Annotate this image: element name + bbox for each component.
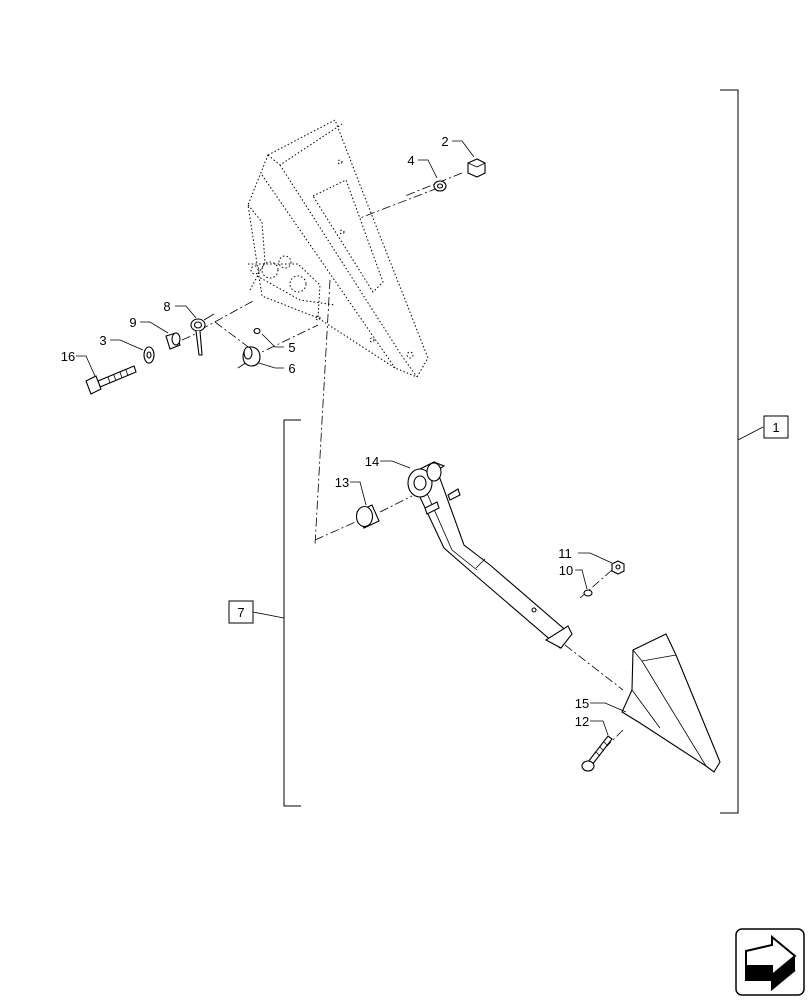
callout-label-9[interactable]: 9 [129, 315, 136, 330]
callout-label-11[interactable]: 11 [558, 546, 572, 561]
callout-label-5[interactable]: 5 [288, 340, 295, 355]
callout-label-15[interactable]: 15 [575, 696, 589, 711]
callout-label-12[interactable]: 12 [575, 714, 589, 729]
callout-label-2[interactable]: 2 [441, 134, 448, 149]
callout-box-7[interactable] [228, 600, 254, 624]
callout-label-4[interactable]: 4 [407, 153, 414, 168]
callout-label-13[interactable]: 13 [335, 475, 349, 490]
callout-label-6[interactable]: 6 [288, 361, 295, 376]
rubber-bumper [242, 346, 261, 367]
next-page-arrow-icon[interactable] [735, 928, 805, 996]
assembly-center-lines [181, 172, 624, 749]
hex-bolt [85, 365, 137, 395]
callout-label-3[interactable]: 3 [99, 333, 106, 348]
small-washer [583, 589, 593, 597]
assembly-bracket-7 [283, 419, 301, 807]
carriage-bolt [581, 735, 613, 772]
divider-arm [407, 461, 573, 649]
divider-point [621, 633, 721, 773]
arm-bushing [355, 504, 380, 529]
callout-label-10[interactable]: 10 [559, 563, 573, 578]
callout-box-1[interactable] [763, 415, 789, 439]
spacer-bushing [165, 332, 181, 350]
callout-label-7: 7 [237, 605, 244, 620]
callout-label-8[interactable]: 8 [163, 299, 170, 314]
callout-label-16[interactable]: 16 [61, 349, 75, 364]
small-nut [611, 560, 625, 575]
callout-label-14[interactable]: 14 [365, 454, 379, 469]
small-pin [253, 327, 261, 335]
torsion-spring [190, 313, 215, 356]
divider-housing [247, 119, 429, 378]
assembly-bracket-1 [720, 89, 739, 814]
callout-label-1: 1 [772, 420, 779, 435]
hex-nut [467, 158, 486, 178]
